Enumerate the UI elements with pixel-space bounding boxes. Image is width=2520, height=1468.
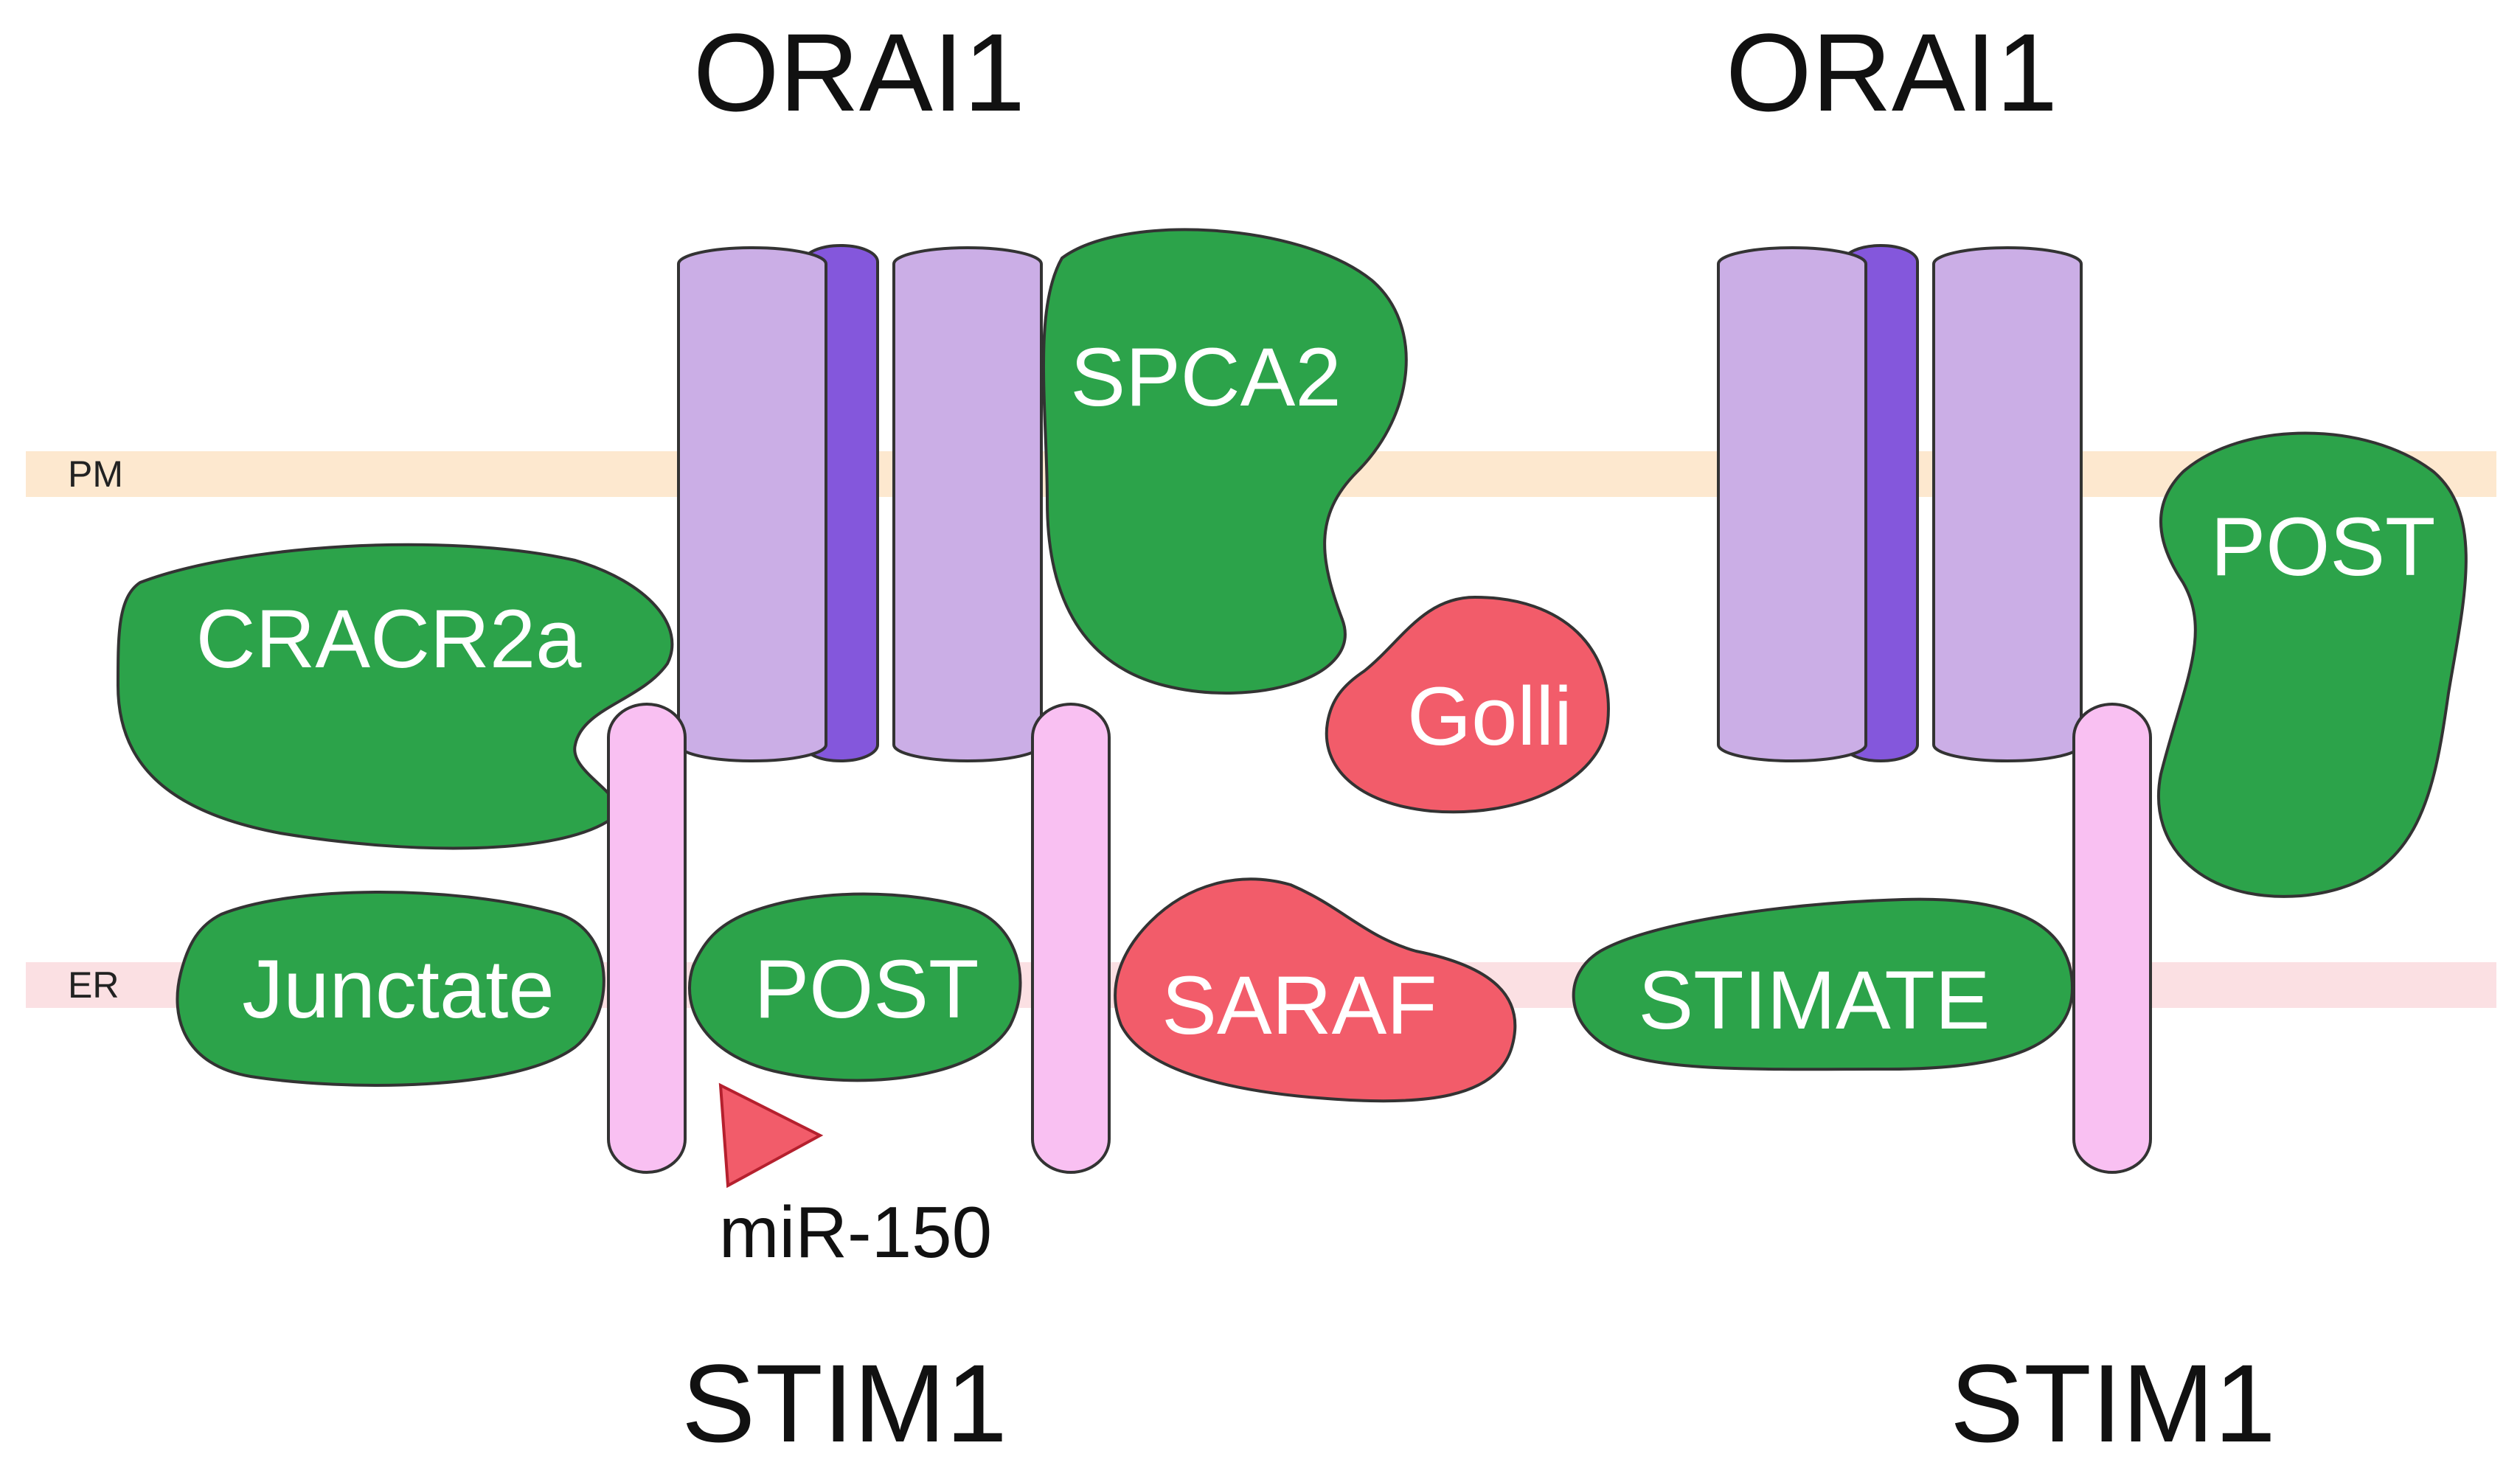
spca2-shape bbox=[1042, 228, 1408, 695]
orai1-channel-right bbox=[1717, 244, 2083, 762]
mir150-label: miR-150 bbox=[719, 1192, 992, 1273]
post-right-label: POST bbox=[2211, 501, 2436, 593]
spca2-protein: SPCA2 bbox=[1042, 228, 1408, 695]
stimate-label: STIMATE bbox=[1638, 954, 1990, 1046]
saraf-shape bbox=[1114, 877, 1517, 1103]
junctate-shape bbox=[176, 891, 605, 1087]
mir150-arrowhead bbox=[718, 1082, 824, 1189]
orai1-subunit-left-b bbox=[892, 246, 1043, 762]
stim1-rod-left-a bbox=[607, 703, 687, 1174]
orai1-channel-left bbox=[677, 244, 1043, 762]
junctate-label: Junctate bbox=[242, 943, 554, 1035]
stimate-protein: STIMATE bbox=[1572, 897, 2075, 1071]
orai1-subunit-left-a bbox=[677, 246, 827, 762]
stim1-rod-right bbox=[2072, 703, 2152, 1174]
er-label: ER bbox=[68, 964, 119, 1006]
junctate-protein: Junctate bbox=[176, 891, 605, 1087]
orai1-left-label: ORAI1 bbox=[693, 10, 1025, 134]
golli-label: Golli bbox=[1407, 670, 1572, 762]
saraf-protein: SARAF bbox=[1114, 877, 1517, 1103]
post-right-protein: POST bbox=[2156, 431, 2468, 898]
saraf-label: SARAF bbox=[1162, 959, 1437, 1051]
spca2-label: SPCA2 bbox=[1070, 331, 1341, 423]
post-left-protein: POST bbox=[688, 892, 1022, 1082]
cracr2a-shape bbox=[116, 543, 674, 850]
stim1-rod-left-b bbox=[1031, 703, 1111, 1174]
pm-label: PM bbox=[68, 453, 123, 495]
stim1-right-label: STIM1 bbox=[1950, 1341, 2276, 1465]
golli-protein: Golli bbox=[1325, 595, 1610, 814]
post-left-shape bbox=[688, 892, 1022, 1082]
stimate-shape bbox=[1572, 897, 2075, 1071]
cracr2a-protein: CRACR2a bbox=[116, 543, 674, 850]
orai1-subunit-right-b bbox=[1932, 246, 2083, 762]
orai1-right-label: ORAI1 bbox=[1726, 10, 2058, 134]
cracr2a-label: CRACR2a bbox=[196, 593, 583, 685]
golli-shape bbox=[1325, 595, 1610, 814]
orai1-subunit-right-a bbox=[1717, 246, 1867, 762]
post-right-shape bbox=[2156, 431, 2468, 898]
stim1-left-label: STIM1 bbox=[681, 1341, 1007, 1465]
post-left-label: POST bbox=[754, 943, 979, 1035]
